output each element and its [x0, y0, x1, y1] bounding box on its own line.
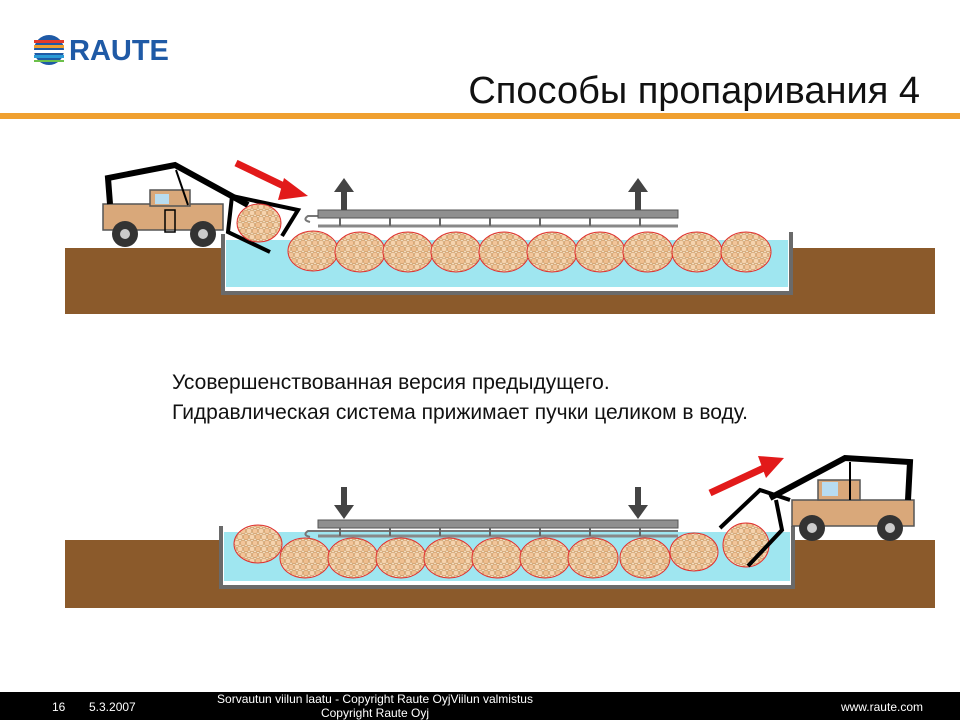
title-divider	[0, 113, 960, 119]
caption-line-1: Усовершенствованная версия предыдущего.	[172, 371, 610, 394]
footer-date: 5.3.2007	[89, 700, 136, 714]
footer-bar: 16 5.3.2007 Sorvautun viilun laatu - Cop…	[0, 692, 960, 720]
logo-text: RAUTE	[69, 35, 169, 67]
caption: Усовершенствованная версия предыдущего. …	[172, 368, 748, 428]
page-title: Способы пропаривания 4	[468, 70, 920, 112]
press-beam-bottom	[304, 519, 679, 538]
log-bundles-top	[287, 230, 772, 273]
caption-line-2: Гидравлическая система прижимает пучки ц…	[172, 401, 749, 424]
bottom-diagram	[65, 454, 935, 608]
loader-truck-top	[102, 161, 302, 254]
raute-logo: RAUTE	[33, 34, 169, 68]
press-beam-top	[304, 209, 679, 228]
arrow-down-icon	[334, 487, 354, 519]
arrow-down-icon	[628, 487, 648, 519]
steaming-diagram	[65, 159, 935, 608]
arrow-up-icon	[334, 178, 354, 210]
red-arrow-icon	[234, 159, 308, 200]
raute-globe-icon	[34, 35, 64, 65]
loader-truck-bottom	[718, 454, 915, 568]
page-number: 16	[52, 700, 66, 714]
footer-copyright: Sorvautun viilun laatu - Copyright Raute…	[217, 692, 533, 720]
red-arrow-icon	[708, 456, 784, 497]
arrow-up-icon	[628, 178, 648, 210]
footer-url[interactable]: www.raute.com	[840, 700, 923, 714]
top-diagram	[65, 159, 935, 314]
